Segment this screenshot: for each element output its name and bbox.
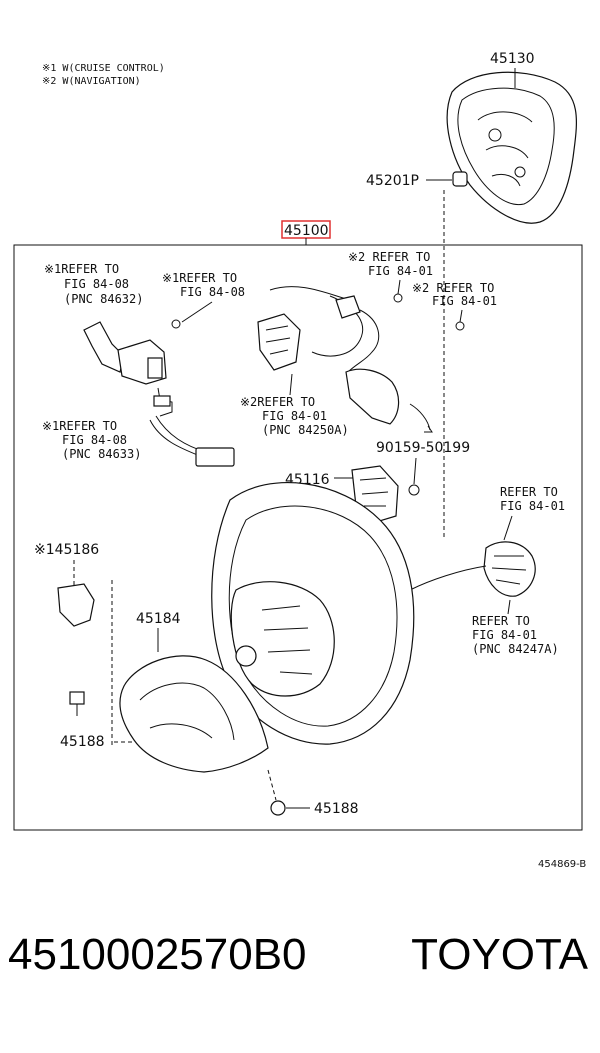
screw-90159[interactable] bbox=[408, 484, 420, 496]
cruise-harness[interactable] bbox=[149, 415, 235, 467]
cruise-control-switch[interactable] bbox=[83, 319, 181, 417]
ref-mid2-line2: FIG 84-01 bbox=[432, 294, 497, 308]
ref-84247-line1: REFER TO bbox=[472, 614, 530, 628]
nut-45201p[interactable] bbox=[452, 171, 468, 187]
screw-45188-left[interactable] bbox=[69, 691, 85, 716]
ref-top2-line1: ※2 REFER TO bbox=[348, 250, 430, 264]
caption: 4510002570B0 TOYOTA bbox=[0, 930, 600, 1000]
bracket-45186[interactable] bbox=[57, 583, 95, 627]
part-number-caption: 4510002570B0 bbox=[8, 930, 307, 979]
ref-84633-line2: FIG 84-08 bbox=[62, 433, 127, 447]
part-number-45130: 45130 bbox=[490, 51, 535, 67]
ref-84247-line2: FIG 84-01 bbox=[472, 628, 537, 642]
ref-fig8408-line1: ※1REFER TO bbox=[162, 271, 237, 285]
ref-right-line1: REFER TO bbox=[500, 485, 558, 499]
lower-cover-45184[interactable] bbox=[119, 655, 269, 773]
note-navigation: ※2 W(NAVIGATION) bbox=[42, 76, 141, 87]
ref-fig8408-line2: FIG 84-08 bbox=[180, 285, 245, 299]
part-number-45188-left: 45188 bbox=[60, 734, 105, 750]
ref-84632-line2: FIG 84-08 bbox=[64, 277, 129, 291]
ref-right-line2: FIG 84-01 bbox=[500, 499, 565, 513]
note-cruise-control: ※1 W(CRUISE CONTROL) bbox=[42, 63, 165, 74]
assembly-frame bbox=[13, 244, 583, 831]
screw-45188-bottom[interactable] bbox=[270, 800, 286, 816]
steering-wheel[interactable] bbox=[211, 482, 415, 745]
airbag-cover-part[interactable] bbox=[446, 71, 577, 224]
part-number-45186: ※145186 bbox=[34, 542, 99, 558]
figure-id: 454869-B bbox=[538, 859, 586, 870]
part-number-45188-bottom: 45188 bbox=[314, 801, 359, 817]
ref-84250-line1: ※2REFER TO bbox=[240, 395, 315, 409]
ref-84250-line2: FIG 84-01 bbox=[262, 409, 327, 423]
part-number-45201p: 45201P bbox=[366, 173, 419, 189]
brand-caption: TOYOTA bbox=[411, 930, 588, 979]
part-number-90159: 90159-50199 bbox=[376, 440, 470, 456]
ref-top2-line2: FIG 84-01 bbox=[368, 264, 433, 278]
ref-84633-line1: ※1REFER TO bbox=[42, 419, 117, 433]
ref-84633-line3: (PNC 84633) bbox=[62, 447, 141, 461]
ref-84247-line3: (PNC 84247A) bbox=[472, 642, 559, 656]
part-number-45184: 45184 bbox=[136, 611, 181, 627]
part-number-45100: 45100 bbox=[284, 223, 329, 239]
ref-84250-line3: (PNC 84250A) bbox=[262, 423, 349, 437]
navigation-switch[interactable] bbox=[257, 286, 433, 433]
ref-mid2-line1: ※2 REFER TO bbox=[412, 281, 494, 295]
ref-84632-line1: ※1REFER TO bbox=[44, 262, 119, 276]
ref-84632-line3: (PNC 84632) bbox=[64, 292, 143, 306]
